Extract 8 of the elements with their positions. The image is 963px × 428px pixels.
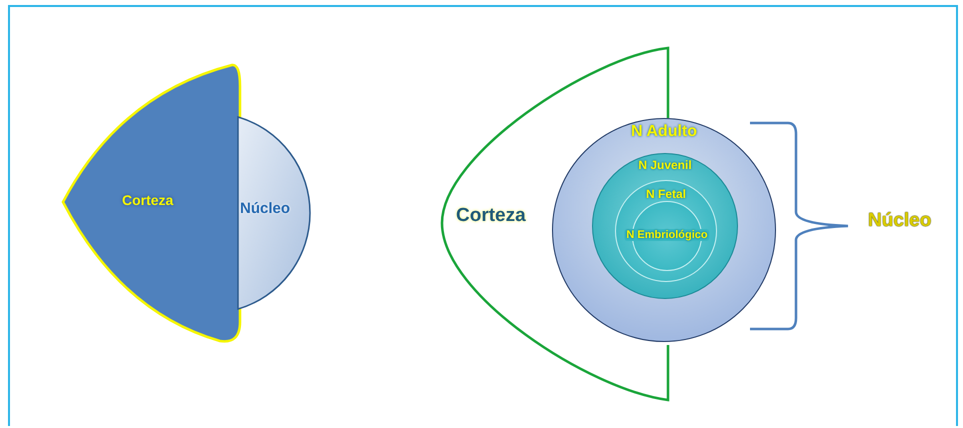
node-label: N Fetal bbox=[644, 187, 687, 201]
node-label: Corteza bbox=[122, 192, 174, 208]
node-label: Corteza bbox=[456, 205, 526, 227]
node-label: N Adulto bbox=[630, 123, 698, 141]
node-label: N Juvenil bbox=[637, 158, 693, 172]
node-label: N Embriológico bbox=[624, 229, 710, 241]
node-label: Núcleo bbox=[240, 200, 290, 217]
bracket-label: Núcleo bbox=[868, 210, 932, 232]
